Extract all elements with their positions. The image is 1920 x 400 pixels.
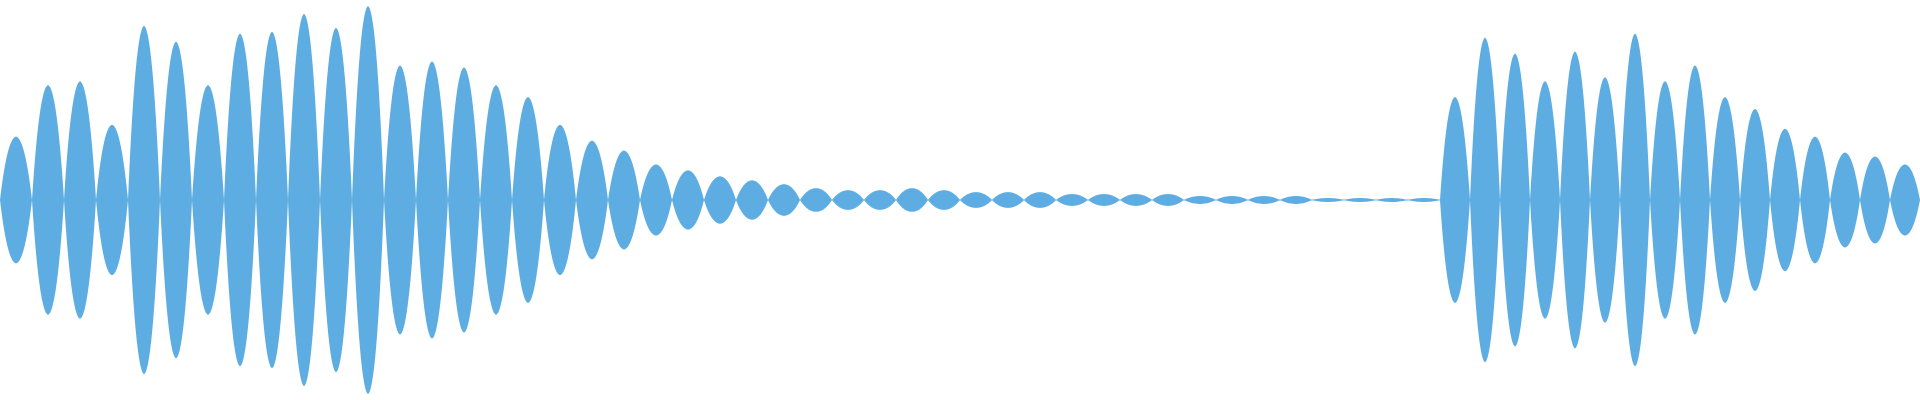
audio-waveform: [0, 5, 1920, 395]
waveform-svg: [0, 5, 1920, 395]
